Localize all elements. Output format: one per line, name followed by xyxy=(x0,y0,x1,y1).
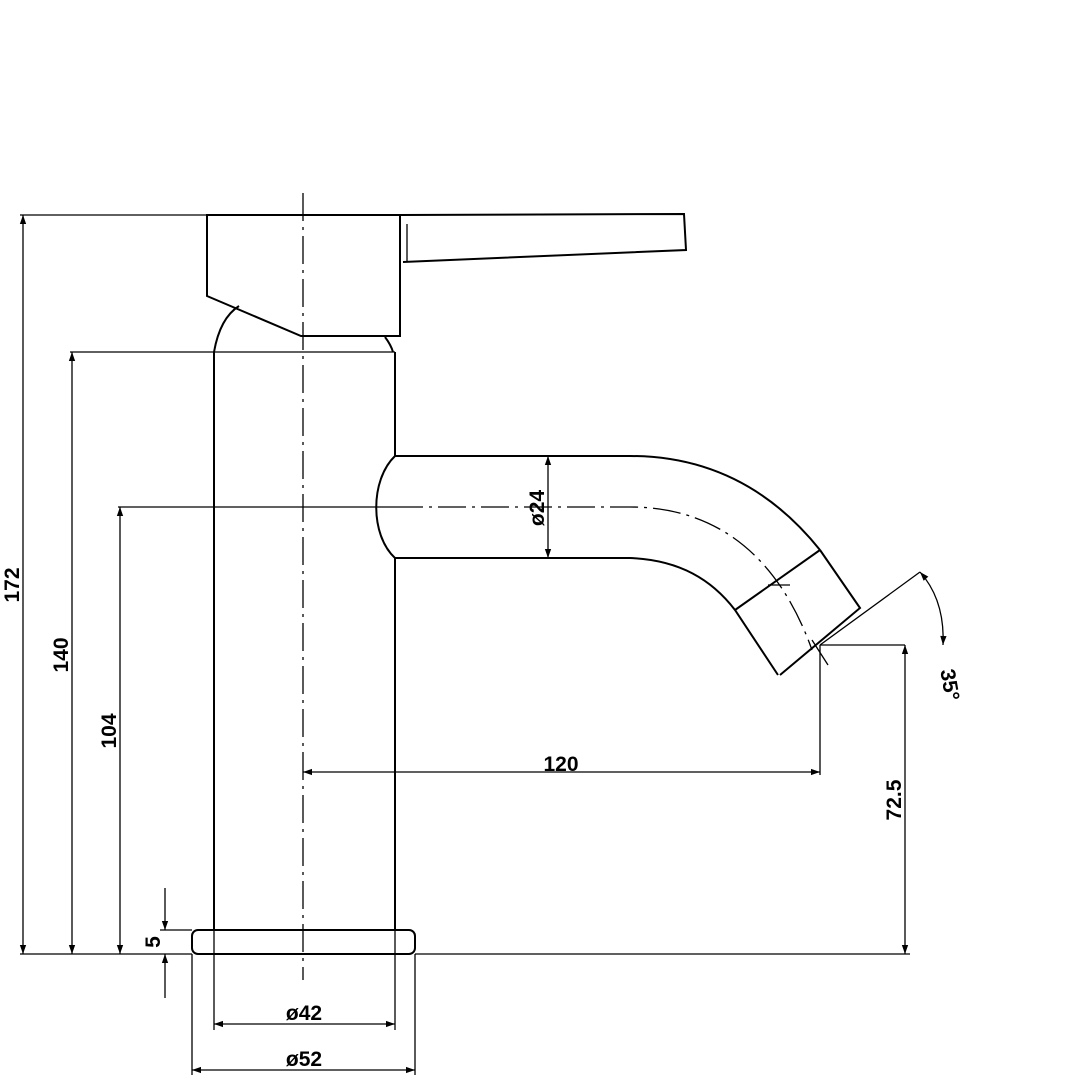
label-total-height: 172 xyxy=(1,567,24,602)
label-base-diameter: ø52 xyxy=(286,1048,322,1071)
dimension-labels: 172 140 104 5 ø24 120 72.5 35° ø42 ø52 xyxy=(1,490,963,1071)
ext-angle-ray xyxy=(819,571,921,646)
spout-outlet xyxy=(779,549,862,676)
label-spout-reach: 120 xyxy=(543,753,578,776)
spout-ring-line xyxy=(734,549,821,611)
label-outlet-angle: 35° xyxy=(935,667,963,702)
neck-right xyxy=(384,336,394,353)
spout-top xyxy=(395,455,821,551)
faucet-outline xyxy=(191,193,862,980)
base-plate xyxy=(191,929,416,955)
neck-left xyxy=(213,305,240,353)
label-body-diameter: ø42 xyxy=(286,1002,322,1025)
dimension-lines xyxy=(19,214,947,1075)
dim-arc-35 xyxy=(919,571,947,646)
label-body-height: 140 xyxy=(50,637,73,672)
spout-bottom xyxy=(395,557,779,676)
label-spout-axis-height: 104 xyxy=(98,713,121,748)
handle-lever xyxy=(399,212,688,263)
label-spout-diameter: ø24 xyxy=(526,490,549,527)
handle-cap xyxy=(206,214,401,337)
label-base-height: 5 xyxy=(142,936,165,948)
label-outlet-height: 72.5 xyxy=(883,779,906,820)
spout-centerline xyxy=(395,506,813,651)
